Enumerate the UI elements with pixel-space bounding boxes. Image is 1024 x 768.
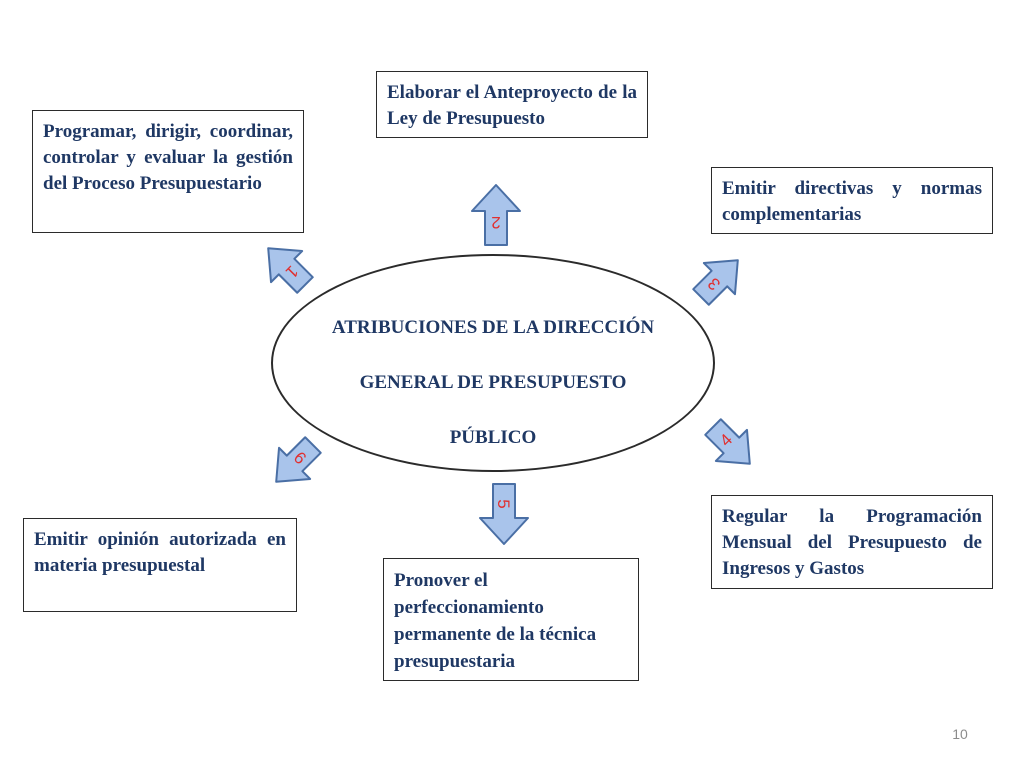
attribution-box-6: Emitir opinión autorizada en materia pre…	[23, 518, 297, 612]
center-title-line-1: ATRIBUCIONES DE LA DIRECCIÓN	[331, 317, 655, 338]
center-title-line-2: GENERAL DE PRESUPUESTO	[359, 372, 627, 393]
arrow-6-icon: 6	[275, 436, 322, 483]
arrow-1-icon: 1	[267, 247, 314, 294]
arrow-5-number: 5	[494, 499, 513, 508]
arrow-2-icon: 2	[471, 184, 521, 246]
attribution-text-4: Regular la Programación Mensual del Pres…	[722, 506, 982, 579]
attribution-text-2: Elaborar el Anteproyecto de la Ley de Pr…	[387, 82, 637, 129]
attribution-box-2: Elaborar el Anteproyecto de la Ley de Pr…	[376, 71, 648, 138]
attribution-box-4: Regular la Programación Mensual del Pres…	[711, 495, 993, 589]
attribution-box-1: Programar, dirigir, coordinar, controlar…	[32, 110, 304, 233]
attribution-box-5: Pronover el perfeccionamiento permanente…	[383, 558, 639, 681]
page-number: 10	[952, 726, 968, 742]
central-ellipse: ATRIBUCIONES DE LA DIRECCIÓN GENERAL DE …	[271, 254, 715, 472]
attribution-box-3: Emitir directivas y normas complementari…	[711, 167, 993, 234]
center-title-line-3: PÚBLICO	[449, 427, 537, 448]
arrow-4-icon: 4	[704, 418, 751, 465]
arrow-5-icon: 5	[479, 483, 529, 545]
attribution-text-5: Pronover el perfeccionamiento permanente…	[394, 570, 597, 672]
attribution-text-3: Emitir directivas y normas complementari…	[722, 178, 982, 225]
attribution-text-6: Emitir opinión autorizada en materia pre…	[34, 529, 286, 576]
arrow-3-icon: 3	[692, 259, 739, 306]
arrow-2-number: 2	[491, 213, 500, 232]
attribution-text-1: Programar, dirigir, coordinar, controlar…	[43, 121, 293, 194]
